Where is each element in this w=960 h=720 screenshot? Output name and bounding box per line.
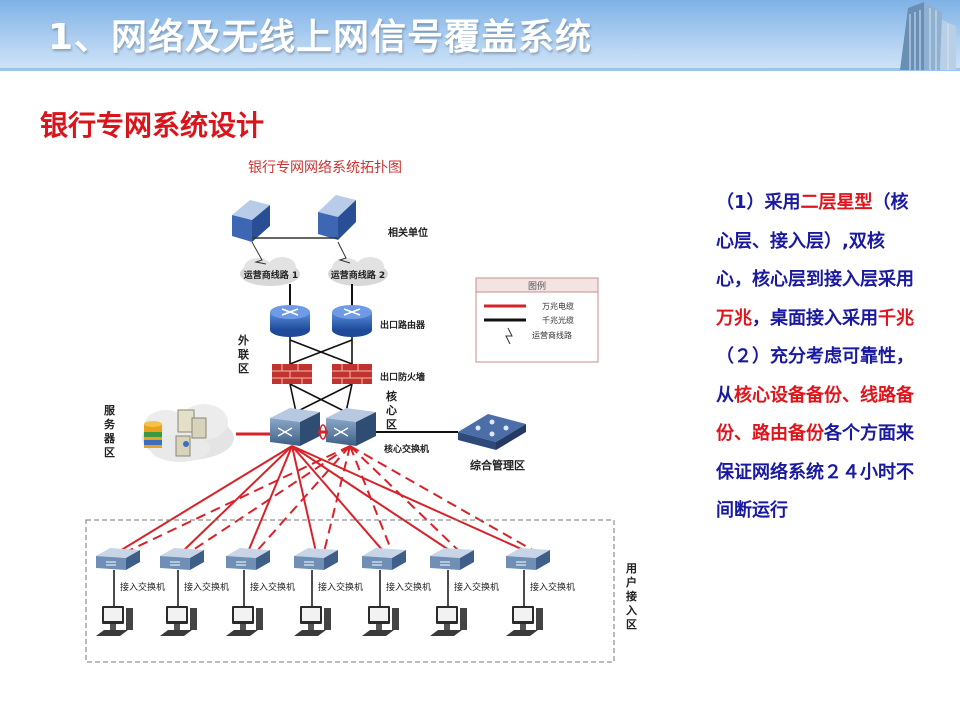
access-switch-icon: [362, 548, 406, 570]
legend: 图例 万兆电缆 千兆光缆 运营商线路: [475, 277, 599, 363]
access-switch-label: 接入交换机: [386, 581, 431, 593]
description-text-segment: （1）采用: [716, 192, 801, 213]
description-text-segment: （２）充分考虑可靠性，从: [716, 346, 914, 406]
firewall-icon: [332, 364, 372, 384]
access-switch-icon: [430, 548, 474, 570]
access-switch-label: 接入交换机: [454, 581, 499, 593]
highlight-text: 千兆: [878, 307, 914, 329]
access-link-solid: [117, 445, 293, 553]
header-bar: 1、网络及无线上网信号覆盖系统: [0, 0, 960, 71]
access-switch-group: 接入交换机 接入交换机 接入交换机 接入交换机 接入交换机: [96, 548, 575, 636]
legend-item: 运营商线路: [532, 330, 572, 340]
computer-icon: [430, 606, 467, 636]
access-link-solid: [181, 445, 293, 553]
user-zone-label: 用户接入区: [626, 562, 637, 631]
server-zone-label: 服务器区: [103, 404, 116, 459]
computer-icon: [294, 606, 331, 636]
highlight-text: 二层星型: [800, 192, 873, 213]
access-switch-label: 接入交换机: [120, 581, 165, 593]
computer-icon: [506, 606, 543, 636]
computer-icon: [160, 606, 197, 636]
database-icon: [144, 421, 162, 448]
access-link-solid: [247, 445, 293, 553]
core-interlink-marker: [319, 424, 327, 440]
access-link-solid: [291, 445, 453, 553]
access-link-dashed: [349, 445, 461, 553]
access-switch-icon: [160, 548, 204, 570]
carrier-line-zigzag: [251, 241, 267, 265]
description-text-segment: （核心层、接入层）,双核心，核心层到接入层采用: [716, 192, 914, 290]
router-firewall-links: [289, 337, 353, 413]
management-zone-label: 综合管理区: [470, 458, 525, 472]
access-link-dashed: [349, 445, 537, 553]
core-zone-label: 核心区: [386, 389, 397, 431]
description-paragraph-2: （２）充分考虑可靠性，从核心设备备份、线路备份、路由备份各个方面来保证网络系统２…: [716, 338, 916, 531]
carrier-line-1-label: 运营商线路 1: [244, 269, 298, 281]
description-text-segment: ，桌面接入采用: [752, 307, 878, 329]
network-topology-diagram: 银行专网网络系统拓扑图 相关单位 运营商线路 1 运营商线路 2: [85, 160, 637, 663]
page-title: 1、网络及无线上网信号覆盖系统: [48, 17, 593, 58]
diagram-title: 银行专网网络系统拓扑图: [248, 160, 402, 176]
computer-icon: [226, 606, 263, 636]
highlight-text: 核心设备备份、线路备份、路由备份: [716, 384, 914, 445]
exit-firewall-label: 出口防火墙: [380, 371, 425, 383]
carrier-line-zigzag: [337, 241, 351, 264]
legend-item: 万兆电缆: [542, 301, 574, 311]
core-switch-icon: [270, 408, 320, 446]
access-switch-label: 接入交换机: [530, 581, 575, 593]
access-switch-icon: [294, 548, 338, 570]
access-link-solid: [291, 445, 529, 553]
carrier-line-2-label: 运营商线路 2: [331, 269, 385, 281]
building-icon: [232, 200, 270, 242]
building-icon: [318, 195, 356, 240]
external-zone-label: 外联区: [237, 333, 249, 375]
legend-swatch-zigzag: [505, 327, 513, 345]
access-links: [117, 445, 537, 553]
carrier-cloud-1: [240, 257, 300, 286]
exit-router-icon: [332, 305, 372, 337]
description-paragraph-1: （1）采用二层星型（核心层、接入层）,双核心，核心层到接入层采用万兆，桌面接入采…: [716, 184, 916, 338]
exit-router-icon: [270, 305, 310, 337]
access-switch-label: 接入交换机: [318, 581, 363, 593]
core-switch-icon: [326, 408, 376, 446]
highlight-text: 万兆: [716, 307, 752, 329]
legend-title: 图例: [528, 280, 546, 292]
firewall-icon: [272, 364, 312, 384]
carrier-cloud-2: [328, 257, 388, 286]
computer-icon: [96, 606, 133, 636]
legend-item: 千兆光缆: [542, 315, 574, 325]
access-link-dashed: [125, 445, 351, 553]
management-device-icon: [458, 414, 526, 450]
access-link-solid: [291, 445, 385, 553]
building-icon: [900, 2, 956, 70]
header-divider: [0, 68, 960, 71]
description-text: （1）采用二层星型（核心层、接入层）,双核心，核心层到接入层采用万兆，桌面接入采…: [716, 184, 916, 531]
description-text-segment: 各个方面来保证网络系统２４小时不间断运行: [716, 423, 914, 521]
access-switch-label: 接入交换机: [250, 581, 295, 593]
access-switch-icon: [226, 548, 270, 570]
access-switch-icon: [96, 548, 140, 570]
user-access-zone-box: [85, 519, 615, 663]
section-title: 银行专网系统设计: [40, 109, 265, 142]
access-switch-label: 接入交换机: [184, 581, 229, 593]
access-switch-icon: [506, 548, 550, 570]
computer-icon: [362, 606, 399, 636]
related-units-label: 相关单位: [388, 226, 428, 239]
core-switch-label: 核心交换机: [384, 443, 429, 455]
server-icon: [175, 409, 207, 457]
access-link-solid: [291, 445, 317, 553]
exit-router-label: 出口路由器: [380, 319, 426, 331]
